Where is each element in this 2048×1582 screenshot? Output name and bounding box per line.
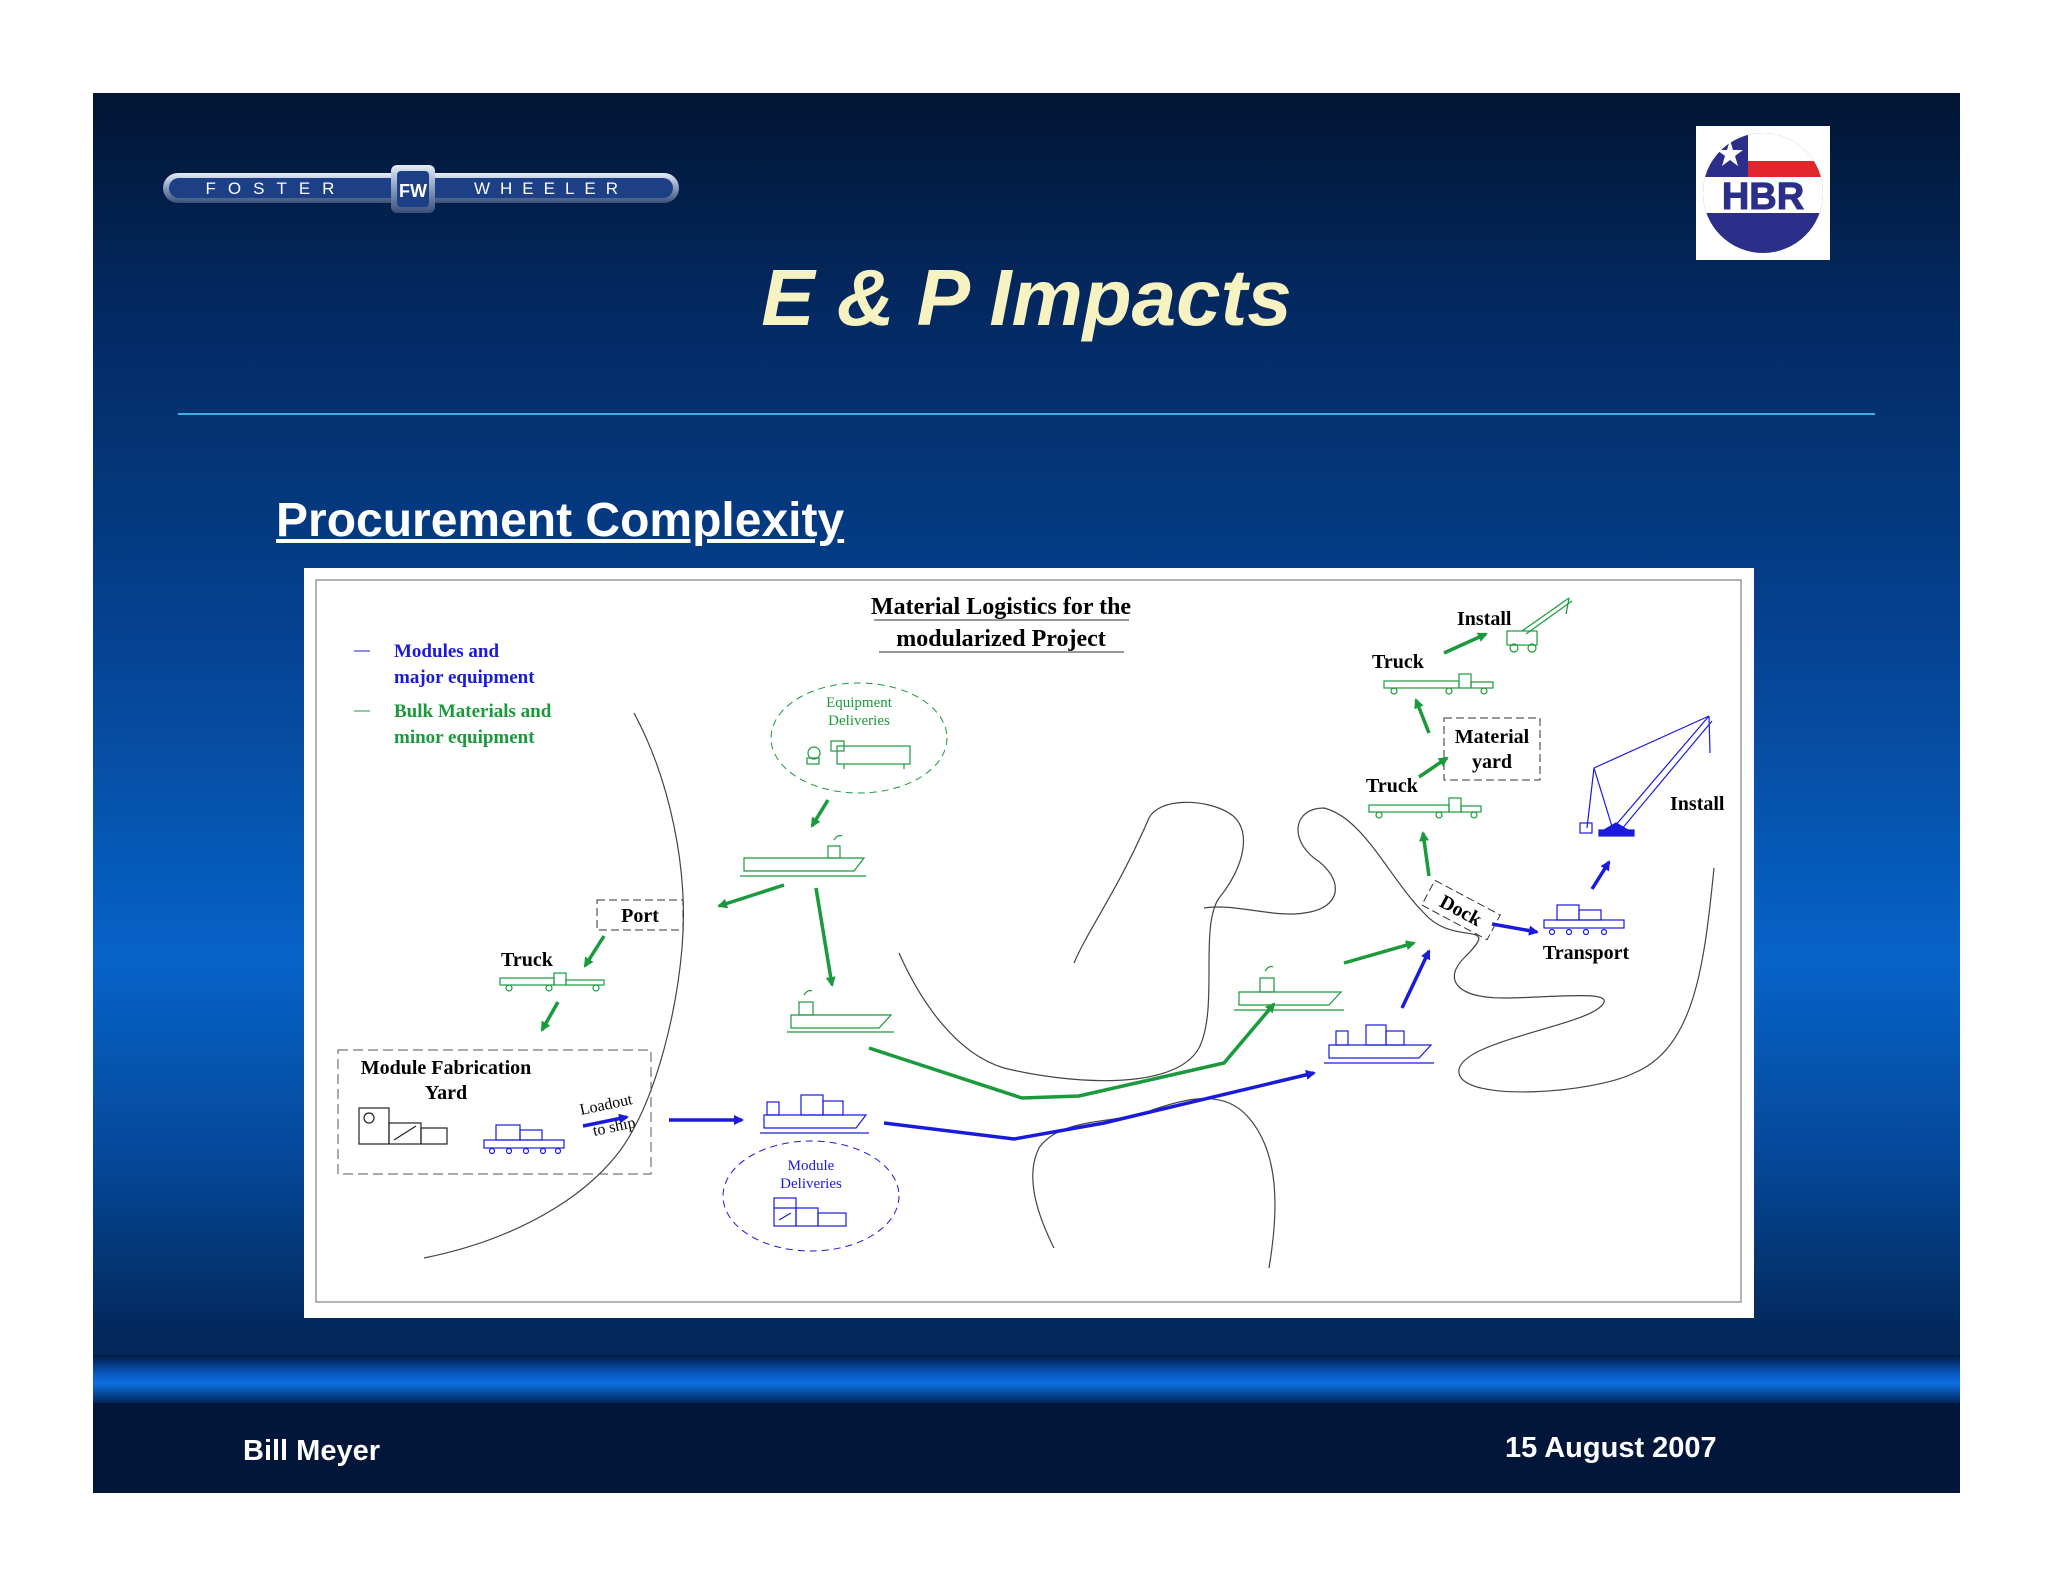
module-fabrication-yard-box — [337, 1049, 652, 1175]
ship-modules-right — [1324, 1024, 1434, 1064]
coastline-island — [1203, 807, 1715, 1093]
route-modules-main — [883, 1069, 1316, 1141]
arrow-equip-to-ship — [810, 799, 830, 828]
material-yard-line1: Material — [1455, 726, 1530, 748]
dock-box — [1421, 879, 1501, 941]
yard-modules-icon — [358, 1107, 448, 1145]
arrow-dock-to-transport — [1491, 922, 1539, 936]
arrow-ship-to-dock-blue — [1400, 949, 1431, 1009]
author-name: Bill Meyer — [243, 1435, 380, 1467]
arrow-truck-to-install — [1443, 632, 1488, 655]
truck-left-icon — [499, 972, 605, 992]
port-label: Port — [621, 905, 659, 927]
star-icon — [1717, 140, 1743, 166]
truck-upper-label: Truck — [1372, 651, 1425, 673]
coastline-left — [423, 712, 684, 1259]
legend-modules-line2: major equipment — [394, 667, 535, 688]
ship-modules-center — [760, 1094, 869, 1134]
material-yard-line2: yard — [1472, 751, 1512, 773]
ship-bulk-center — [787, 989, 894, 1033]
transport-icon — [1543, 904, 1625, 936]
hbr-text: HBR — [1722, 176, 1804, 218]
footer — [93, 1403, 1960, 1493]
loadout-label-line1: Loadout — [578, 1091, 634, 1119]
footer-band — [93, 1355, 1960, 1403]
legend: Modules and major equipment Bulk Materia… — [354, 641, 552, 748]
module-deliveries-line1: Module — [788, 1158, 835, 1174]
yard-barge-icon — [483, 1124, 565, 1155]
ship-equipment — [740, 834, 866, 877]
truck-upper-icon — [1383, 673, 1494, 695]
port-box — [596, 899, 684, 931]
module-deliveries-icon — [773, 1197, 847, 1227]
route-bulk-main — [868, 1002, 1276, 1100]
legend-modules-line1: Modules and — [394, 641, 499, 662]
ship-bulk-right — [1234, 965, 1344, 1011]
fw-right-text: WHEELER — [474, 179, 628, 198]
slide: FOSTER FW WHEELER HBR E & P Impacts Proc… — [93, 93, 1960, 1493]
fw-mark-text: FW — [399, 181, 427, 201]
install-right-label: Install — [1670, 793, 1725, 815]
coastline-south — [1032, 1098, 1276, 1269]
arrow-truck-to-yard — [540, 1001, 560, 1032]
truck-left-label: Truck — [501, 949, 554, 971]
title-divider — [178, 413, 1875, 415]
arrow-material-to-truck — [1414, 698, 1431, 734]
arrow-ship-to-dock-green — [1343, 940, 1416, 965]
equipment-icon — [806, 740, 911, 769]
equipment-deliveries-ellipse — [770, 682, 948, 794]
arrow-dock-to-truck — [1419, 831, 1431, 877]
coastline-bay — [898, 801, 1244, 1082]
truck-lower-icon — [1368, 797, 1482, 819]
transport-label: Transport — [1543, 942, 1630, 964]
legend-bulk-line1: Bulk Materials and — [394, 701, 552, 722]
diagram-title-line1: Material Logistics for the — [871, 594, 1132, 620]
large-crane-icon — [1579, 715, 1713, 837]
equipment-deliveries-line2: Deliveries — [828, 713, 890, 729]
diagram-title-line2: modularized Project — [896, 626, 1106, 652]
arrow-ship-to-ship — [814, 887, 836, 987]
truck-lower-label: Truck — [1366, 775, 1419, 797]
arrow-transport-to-crane — [1590, 860, 1611, 890]
equipment-deliveries-line1: Equipment — [826, 695, 893, 711]
yard-label-line2: Yard — [425, 1082, 467, 1104]
arrow-port-to-truck — [583, 935, 606, 968]
material-yard-box — [1443, 717, 1541, 781]
slide-title: E & P Impacts — [761, 253, 1292, 342]
module-deliveries-ellipse — [722, 1140, 900, 1252]
foster-wheeler-logo: FOSTER FW WHEELER — [163, 165, 679, 213]
yard-label-line1: Module Fabrication — [361, 1057, 532, 1079]
presentation-date: 15 August 2007 — [1505, 1432, 1717, 1464]
fw-left-text: FOSTER — [206, 179, 347, 198]
arrow-loadout — [582, 1113, 629, 1128]
small-crane-icon — [1506, 597, 1573, 653]
arrow-truck-to-material — [1418, 756, 1449, 779]
legend-bulk-line2: minor equipment — [394, 727, 535, 748]
logistics-diagram: Material Logistics for the modularized P… — [304, 568, 1754, 1318]
hbr-logo: HBR — [1696, 126, 1830, 260]
install-top-label: Install — [1457, 608, 1512, 630]
arrow-ship-to-port — [717, 883, 785, 909]
section-heading: Procurement Complexity — [276, 494, 845, 547]
module-deliveries-line2: Deliveries — [780, 1176, 842, 1192]
